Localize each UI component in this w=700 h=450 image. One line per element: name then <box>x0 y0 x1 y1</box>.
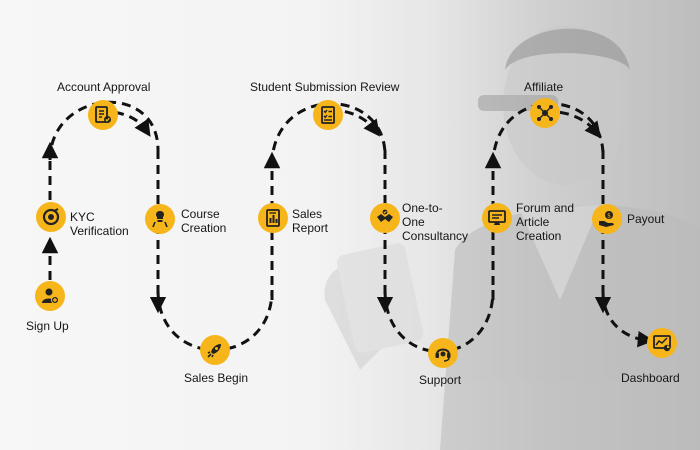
one-to-one-line-1: One-to- <box>402 201 443 215</box>
step-label-kyc: KYC Verification <box>70 210 129 238</box>
hand-money-icon: $ <box>592 204 622 234</box>
dashboard-chart-icon <box>647 328 677 358</box>
svg-text:$: $ <box>607 212 611 219</box>
forum-line-1: Forum and <box>516 201 575 215</box>
step-label-sign-up: Sign Up <box>26 319 69 333</box>
course-creation-line-1: Course <box>181 207 220 221</box>
forum-line-3: Creation <box>516 229 562 243</box>
monitor-article-icon <box>482 203 512 233</box>
report-chart-icon <box>258 203 288 233</box>
step-label-sales-begin: Sales Begin <box>184 371 249 385</box>
kyc-line-1: KYC <box>70 210 95 224</box>
step-label-dashboard: Dashboard <box>621 371 680 385</box>
step-label-forum-and-article-creation: Forum and Article Creation <box>516 201 574 243</box>
one-to-one-line-2: One <box>402 215 425 229</box>
step-label-account-approval: Account Approval <box>57 80 151 94</box>
step-label-support: Support <box>419 373 462 387</box>
network-icon <box>530 98 560 128</box>
checklist-icon <box>313 100 343 130</box>
step-label-course-creation: Course Creation <box>181 207 226 235</box>
step-label-sales-report: Sales Report <box>292 207 328 235</box>
id-verification-icon <box>36 202 66 232</box>
sales-report-line-2: Report <box>292 221 329 235</box>
sales-report-line-1: Sales <box>292 207 323 221</box>
course-creation-line-2: Creation <box>181 221 227 235</box>
rocket-icon <box>200 335 230 365</box>
lightbulb-person-icon <box>145 204 175 234</box>
handshake-icon <box>370 203 400 233</box>
kyc-line-2: Verification <box>70 224 129 238</box>
headset-icon <box>428 338 458 368</box>
step-label-affiliate: Affiliate <box>524 80 564 94</box>
one-to-one-line-3: Consultancy <box>402 229 469 243</box>
step-label-payout: Payout <box>627 212 665 226</box>
document-check-icon <box>88 100 118 130</box>
step-label-one-to-one-consultancy: One-to- One Consultancy <box>402 201 468 243</box>
step-label-student-submission-review: Student Submission Review <box>250 80 400 94</box>
forum-line-2: Article <box>516 215 550 229</box>
add-user-icon <box>35 281 65 311</box>
